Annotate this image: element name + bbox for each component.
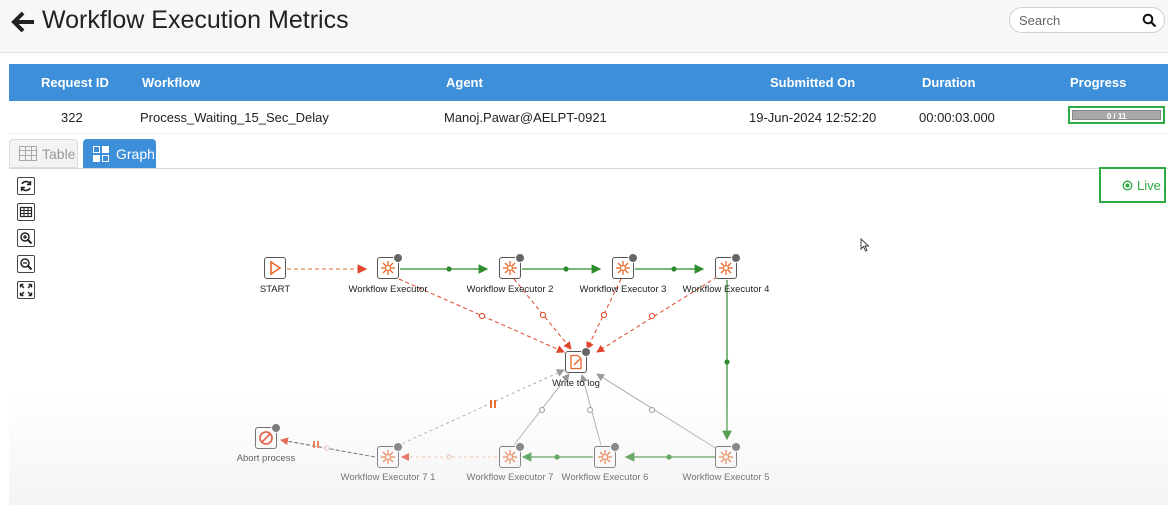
workflow-executor-icon xyxy=(719,261,733,275)
node-workflow-executor-5-label: Workflow Executor 5 xyxy=(682,472,770,483)
search-box[interactable] xyxy=(1009,7,1165,33)
zoom-out-icon xyxy=(20,258,33,271)
zoom-in-icon xyxy=(20,232,33,245)
node-badge xyxy=(271,423,281,433)
node-badge xyxy=(515,442,525,452)
node-badge xyxy=(628,253,638,263)
table-header: Request ID Workflow Agent Submitted On D… xyxy=(9,64,1168,101)
node-start[interactable] xyxy=(264,257,286,279)
zoom-in-button[interactable] xyxy=(17,229,35,247)
node-badge xyxy=(610,442,620,452)
search-input[interactable] xyxy=(1019,12,1139,28)
node-write-to-log-label: Write to log xyxy=(552,378,600,389)
fit-screen-icon xyxy=(19,283,33,297)
search-icon[interactable] xyxy=(1142,13,1157,28)
node-badge xyxy=(581,347,591,357)
workflow-executor-icon xyxy=(503,450,517,464)
node-workflow-executor-5[interactable] xyxy=(715,442,741,468)
workflow-graph[interactable]: Live xyxy=(9,167,1168,505)
node-workflow-executor-label: Workflow Executor xyxy=(348,284,428,295)
tab-table[interactable]: Table xyxy=(9,139,78,168)
column-header-agent[interactable]: Agent xyxy=(446,75,483,90)
edge-we4-log xyxy=(596,276,718,353)
page-header: Workflow Execution Metrics xyxy=(0,0,1168,53)
node-workflow-executor-6-label: Workflow Executor 6 xyxy=(561,472,649,483)
node-workflow-executor-4[interactable] xyxy=(715,253,741,279)
node-workflow-executor-7-1-label: Workflow Executor 7 1 xyxy=(340,472,436,483)
tab-table-label: Table xyxy=(42,146,76,162)
write-log-icon xyxy=(570,354,582,370)
edge-we5-log xyxy=(596,373,718,450)
node-start-label: START xyxy=(259,284,291,295)
node-badge xyxy=(515,253,525,263)
node-workflow-executor-3-label: Workflow Executor 3 xyxy=(579,284,667,295)
workflow-executor-icon xyxy=(719,450,733,464)
abort-icon xyxy=(259,431,273,445)
node-workflow-executor[interactable] xyxy=(377,253,403,279)
graph-nodes-icon xyxy=(93,146,109,162)
node-badge xyxy=(731,253,741,263)
edge-we71-log xyxy=(396,369,565,447)
column-header-duration[interactable]: Duration xyxy=(922,75,976,90)
live-radio-icon xyxy=(1122,180,1133,191)
column-header-submitted-on[interactable]: Submitted On xyxy=(770,75,856,90)
view-tabs: Table Graph xyxy=(9,138,1168,169)
workflow-executor-icon xyxy=(503,261,517,275)
tab-graph[interactable]: Graph xyxy=(83,139,156,168)
workflow-executor-icon xyxy=(616,261,630,275)
back-arrow-icon[interactable] xyxy=(10,8,38,36)
workflow-executor-icon xyxy=(598,450,612,464)
column-header-progress[interactable]: Progress xyxy=(1070,75,1127,90)
table-grid-icon xyxy=(19,146,37,161)
progress-text: 0 / 11 xyxy=(1106,112,1127,121)
node-workflow-executor-7-label: Workflow Executor 7 xyxy=(466,472,554,483)
node-badge xyxy=(731,442,741,452)
node-abort-process[interactable] xyxy=(255,423,281,449)
tab-graph-label: Graph xyxy=(116,146,155,162)
refresh-button[interactable] xyxy=(17,177,35,195)
column-header-workflow[interactable]: Workflow xyxy=(142,75,201,90)
node-workflow-executor-4-label: Workflow Executor 4 xyxy=(682,284,770,295)
node-abort-process-label: Abort process xyxy=(236,453,296,464)
node-workflow-executor-2[interactable] xyxy=(499,253,525,279)
live-toggle[interactable]: Live xyxy=(1099,167,1166,203)
progress-track: 0 / 11 xyxy=(1072,110,1161,121)
mouse-cursor-icon xyxy=(860,238,870,252)
table-row[interactable]: 322 Process_Waiting_15_Sec_Delay Manoj.P… xyxy=(9,101,1168,134)
node-workflow-executor-7-1[interactable] xyxy=(377,442,403,468)
workflow-cell: Process_Waiting_15_Sec_Delay xyxy=(140,110,329,125)
refresh-icon xyxy=(20,180,32,192)
edge-we1-log xyxy=(398,278,565,353)
duration-cell: 00:00:03.000 xyxy=(919,110,995,125)
live-label: Live xyxy=(1137,178,1161,193)
node-workflow-executor-2-label: Workflow Executor 2 xyxy=(466,284,554,295)
submitted-on-cell: 19-Jun-2024 12:52:20 xyxy=(749,110,877,125)
request-id-cell: 322 xyxy=(61,110,83,125)
agent-cell: Manoj.Pawar@AELPT-0921 xyxy=(444,110,607,125)
graph-edges xyxy=(280,264,732,462)
fit-screen-button[interactable] xyxy=(17,281,35,299)
node-write-to-log[interactable] xyxy=(565,347,591,373)
page-title: Workflow Execution Metrics xyxy=(42,6,349,34)
progress-bar: 0 / 11 xyxy=(1068,106,1165,124)
zoom-out-button[interactable] xyxy=(17,255,35,273)
node-workflow-executor-6[interactable] xyxy=(594,442,620,468)
node-badge xyxy=(393,442,403,452)
workflow-executor-icon xyxy=(381,450,395,464)
node-workflow-executor-3[interactable] xyxy=(612,253,638,279)
node-workflow-executor-7[interactable] xyxy=(499,442,525,468)
table-view-button[interactable] xyxy=(17,203,35,221)
play-icon xyxy=(270,260,282,276)
node-badge xyxy=(393,253,403,263)
table-view-icon xyxy=(19,206,33,218)
workflow-executor-icon xyxy=(381,261,395,275)
column-header-request-id[interactable]: Request ID xyxy=(41,75,109,90)
